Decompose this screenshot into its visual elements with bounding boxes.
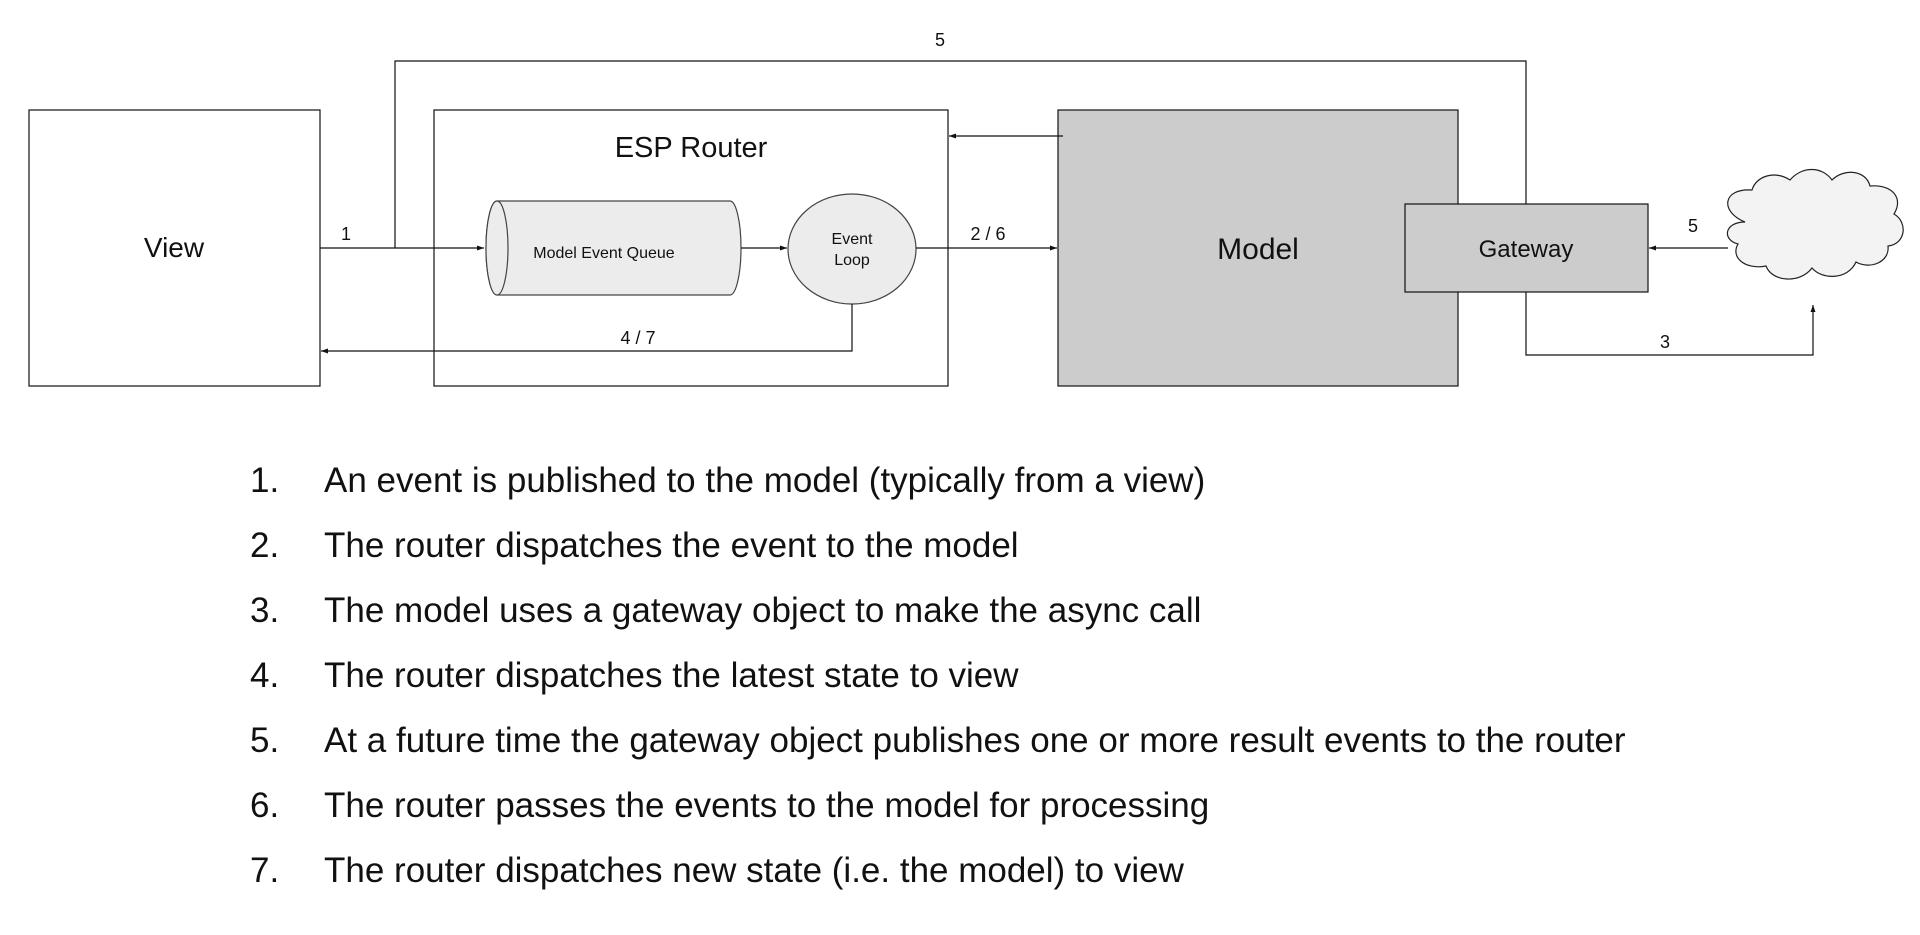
model-box — [1057, 109, 1459, 387]
edge-label-2-6: 2 / 6 — [970, 224, 1005, 244]
step-number: 5. — [250, 721, 280, 760]
gateway-label: Gateway — [1479, 236, 1574, 263]
gateway-box — [1404, 203, 1649, 293]
edge-label-3: 3 — [1660, 332, 1670, 352]
step-text: The router dispatches new state (i.e. th… — [324, 851, 1184, 890]
step-text: The router passes the events to the mode… — [324, 786, 1210, 825]
step-number: 4. — [250, 656, 280, 695]
step-number: 2. — [250, 526, 280, 565]
step-number: 3. — [250, 591, 280, 630]
model-label: Model — [1217, 233, 1299, 266]
step-text: The router dispatches the latest state t… — [324, 656, 1019, 695]
step-text: At a future time the gateway object publ… — [324, 721, 1626, 760]
step-number: 1. — [250, 461, 280, 500]
edge-gateway-to-cloud — [1525, 292, 1816, 356]
edge-label-1: 1 — [341, 224, 351, 244]
event-loop-label-line1: Event — [832, 231, 873, 248]
view-box — [28, 109, 321, 387]
event-loop-label-line2: Loop — [834, 252, 870, 269]
step-text: The model uses a gateway object to make … — [324, 591, 1202, 630]
cloud-icon — [1727, 168, 1904, 280]
model-event-queue-label: Model Event Queue — [533, 245, 675, 262]
edge-label-5-cloud: 5 — [1688, 216, 1698, 236]
edge-label-5-top: 5 — [935, 30, 945, 50]
step-text: An event is published to the model (typi… — [324, 461, 1206, 500]
step-number: 6. — [250, 786, 280, 825]
step-text: The router dispatches the event to the m… — [324, 526, 1019, 565]
model-event-queue: Model Event Queue — [485, 200, 742, 296]
step-number: 7. — [250, 851, 280, 890]
view-label: View — [144, 232, 205, 263]
edge-gateway-to-router — [394, 60, 1527, 248]
edge-label-4-7: 4 / 7 — [620, 328, 655, 348]
event-loop: Event Loop — [787, 193, 917, 305]
edge-loop-to-view — [321, 304, 853, 354]
esp-router-title: ESP Router — [615, 132, 768, 164]
architecture-diagram: View ESP Router Model Event Queue Event … — [28, 30, 1904, 387]
